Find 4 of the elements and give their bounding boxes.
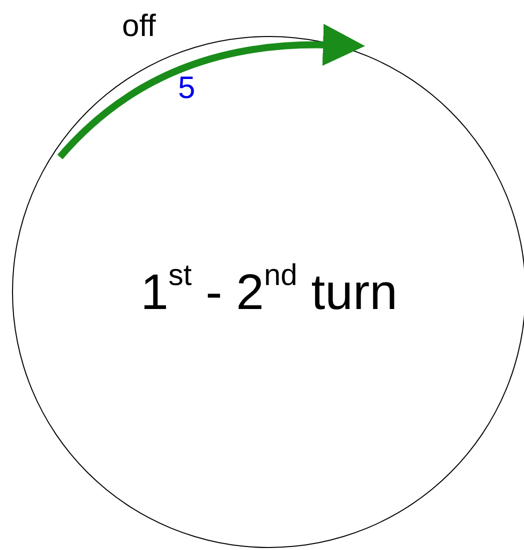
text-label: off	[122, 10, 156, 41]
text-label: 5	[178, 72, 196, 103]
circle-shape	[12, 36, 524, 548]
node-label: 1$^{st}$ - 2$^{nd}$ turn	[140, 263, 398, 321]
